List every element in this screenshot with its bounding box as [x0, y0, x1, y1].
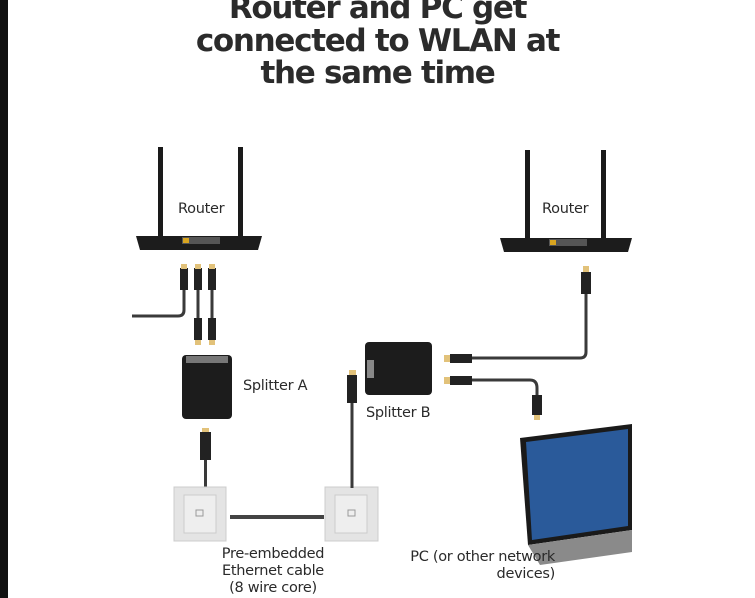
- cable-label-line: Pre-embedded: [221, 546, 325, 562]
- router-right: [500, 150, 632, 252]
- splitter-a: [182, 355, 232, 419]
- pc-label: PC (or other network devices): [395, 549, 555, 583]
- splitter-a-label: Splitter A: [243, 378, 308, 394]
- router-left-label: Router: [178, 201, 225, 217]
- headline-line: Router and PC get: [228, 0, 528, 26]
- laptop: [520, 424, 632, 565]
- cable-label: Pre-embedded Ethernet cable (8 wire core…: [203, 546, 343, 597]
- headline: Router and PC get connected to WLAN at t…: [150, 0, 605, 90]
- router-right-label: Router: [542, 201, 589, 217]
- cable-label-line: Ethernet cable: [222, 563, 324, 579]
- splitter-b: [365, 342, 432, 395]
- pc-label-line: PC (or other network: [410, 549, 555, 565]
- pc-label-line: devices): [496, 566, 556, 582]
- router-left: [136, 147, 262, 250]
- rj45-plugs: [180, 264, 216, 345]
- cable-label-line: (8 wire core): [229, 580, 317, 596]
- wall-plate-left: [173, 486, 227, 542]
- headline-line: the same time: [260, 55, 495, 91]
- splitter-b-label: Splitter B: [366, 405, 431, 421]
- headline-line: connected to WLAN at: [195, 22, 561, 59]
- wall-plate-right: [324, 486, 379, 542]
- left-edge-bar: [0, 0, 8, 598]
